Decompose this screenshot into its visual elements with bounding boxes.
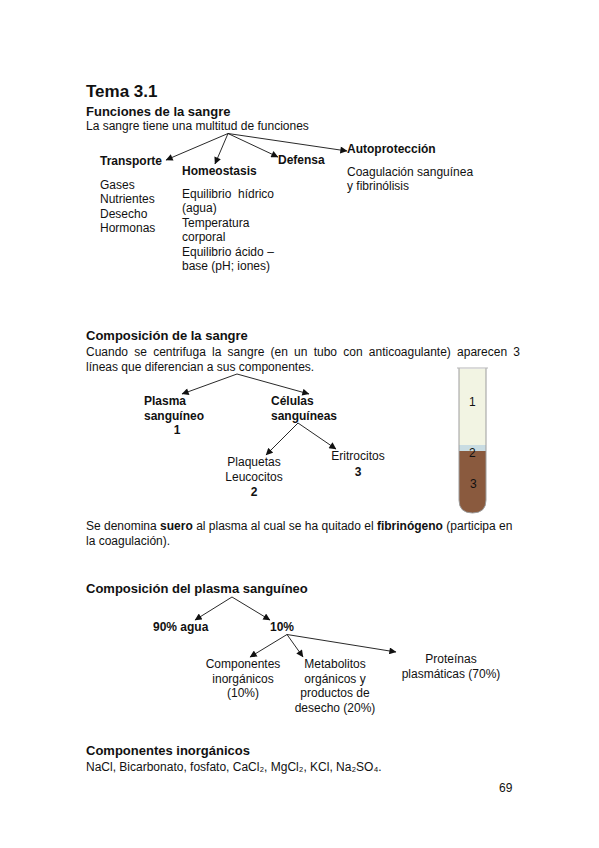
section-heading: Funciones de la sangre: [86, 104, 231, 120]
paragraph-text: Se denomina: [86, 519, 157, 533]
node-text: Gases Nutrientes Desecho Hormonas: [100, 178, 166, 236]
function-branch: TransporteGases Nutrientes Desecho Hormo…: [100, 154, 166, 236]
node-heading: Proteínas plasmáticas (70%): [396, 652, 506, 681]
fraction-branch: Proteínas plasmáticas (70%): [396, 652, 506, 681]
connector-group: [166, 134, 396, 658]
node-heading: Eritrocitos: [327, 449, 389, 464]
node-heading: Plasma sanguíneo: [144, 394, 210, 423]
tree-root-text: La sangre tiene una multitud de funcione…: [86, 119, 326, 134]
node-heading: Homeostasis: [182, 164, 274, 179]
function-branch: AutoprotecciónCoagulación sanguínea y fi…: [347, 142, 475, 194]
fraction-branch: 90% agua: [153, 620, 213, 635]
tube-erythrocytes: [459, 451, 486, 513]
callout-number: 3: [470, 477, 477, 492]
arrow-connector: [298, 423, 336, 449]
node-heading: Metabolitos orgánicos y productos de des…: [289, 657, 381, 715]
component-branch: Células sanguíneas: [271, 394, 341, 423]
node-text: 2: [222, 485, 286, 500]
node-heading: Células sanguíneas: [271, 394, 341, 423]
tree-root-heading: Composición del plasma sanguíneo: [86, 581, 366, 597]
component-branch: Plaquetas Leucocitos2: [222, 455, 286, 500]
formula-list: NaCl, Bicarbonato, fosfato, CaCl₂, MgCl₂…: [86, 760, 382, 775]
node-heading: Autoprotección: [347, 142, 475, 157]
node-text: Equilibrio hídrico (agua) Temperatura co…: [182, 187, 274, 274]
node-heading: 90% agua: [153, 620, 213, 635]
node-heading: 10%: [270, 620, 298, 635]
arrow-connector: [287, 635, 396, 653]
component-branch: Plasma sanguíneo1: [144, 394, 210, 438]
arrow-connector: [182, 374, 237, 394]
function-branch: HomeostasisEquilibrio hídrico (agua) Tem…: [182, 164, 274, 274]
section-heading: Composición de la sangre: [86, 328, 248, 344]
node-heading: La sangre tiene una multitud de funcione…: [86, 119, 326, 134]
arrow-connector: [228, 134, 347, 152]
arrow-connector: [232, 597, 270, 620]
fraction-branch: 10%: [270, 620, 298, 635]
arrow-connector: [215, 134, 228, 165]
function-branch: Defensa: [278, 153, 338, 168]
arrow-connector: [266, 423, 298, 455]
node-heading: Plaquetas Leucocitos: [222, 455, 286, 484]
tube-outline: [459, 368, 486, 513]
page-number: 69: [499, 781, 512, 796]
key-term: fibrinógeno: [377, 519, 443, 533]
arrow-connector: [195, 597, 232, 620]
key-term: suero: [160, 519, 193, 533]
node-heading: Transporte: [100, 154, 166, 169]
callout-number: 1: [469, 395, 476, 410]
section-heading: Componentes inorgánicos: [86, 743, 250, 759]
arrow-connector: [228, 134, 278, 158]
arrow-connector: [250, 635, 287, 658]
node-heading: Componentes inorgánicos (10%): [200, 657, 286, 701]
tube-rim: [457, 368, 488, 369]
node-text: 3: [327, 465, 389, 480]
node-heading: Cuando se centrifuga la sangre (en un tu…: [86, 345, 520, 374]
arrow-connector: [237, 374, 309, 394]
node-text: Coagulación sanguínea y fibrinólisis: [347, 165, 475, 194]
fraction-branch: Componentes inorgánicos (10%): [200, 657, 286, 701]
node-heading: Composición del plasma sanguíneo: [86, 581, 366, 597]
tree-root-text: Cuando se centrifuga la sangre (en un tu…: [86, 345, 520, 374]
arrow-connector: [287, 635, 303, 658]
node-heading: Defensa: [278, 153, 338, 168]
callout-number: 2: [469, 446, 476, 461]
page-title: Tema 3.1: [86, 82, 158, 102]
arrow-connector: [166, 134, 228, 161]
node-text: 1: [144, 423, 210, 438]
component-branch: Eritrocitos3: [327, 449, 389, 479]
tube-plasma: [459, 369, 486, 445]
paragraph: Se denominasueroal plasma al cual se ha …: [86, 519, 520, 548]
paragraph-text: al plasma al cual se ha quitado el: [196, 519, 373, 533]
fraction-branch: Metabolitos orgánicos y productos de des…: [289, 657, 381, 715]
